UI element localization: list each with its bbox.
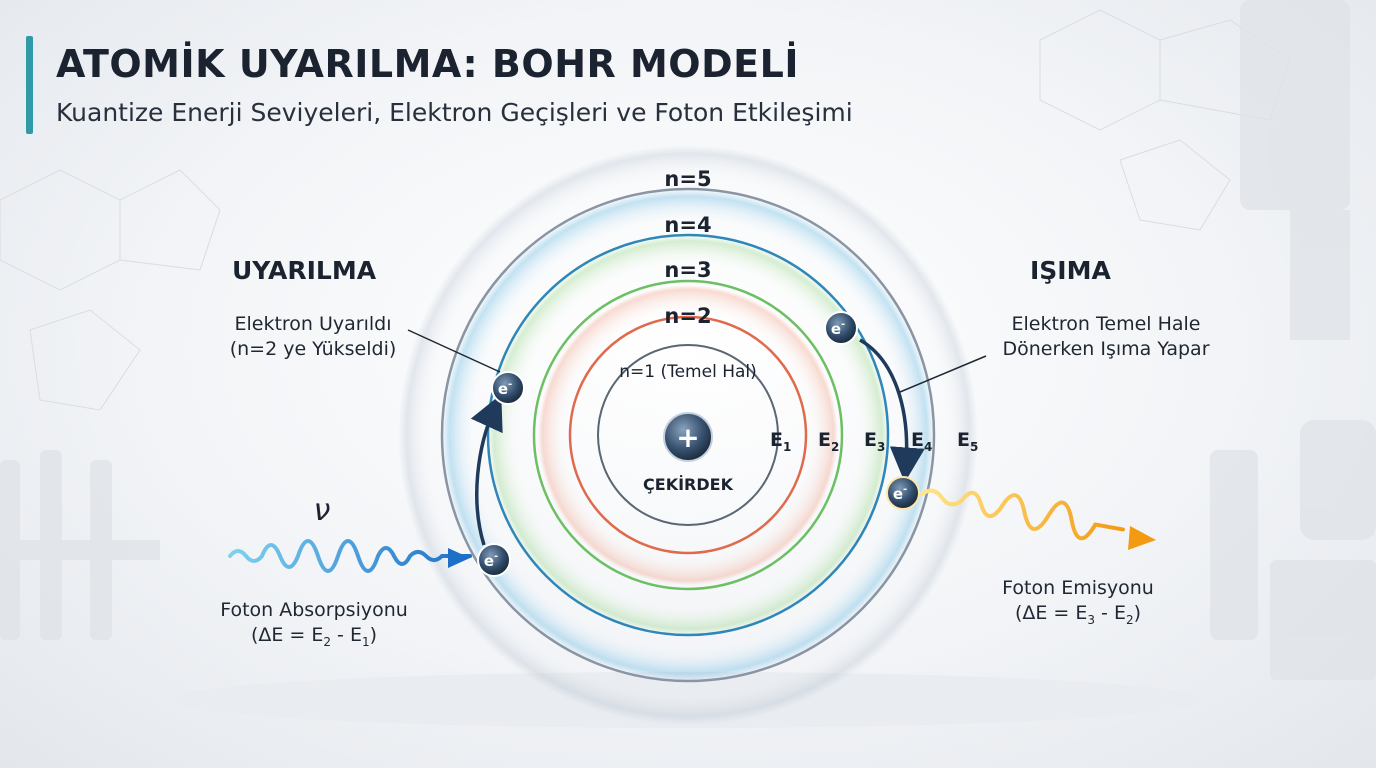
emission-arrow bbox=[859, 338, 925, 483]
orbit-n5 bbox=[440, 187, 936, 683]
excited-electron-note: Elektron Uyarıldı (n=2 ye Yükseldi) bbox=[205, 312, 421, 362]
emitted-photon-wave bbox=[920, 488, 1125, 541]
nucleus bbox=[663, 412, 713, 462]
nucleus-label: ÇEKİRDEK bbox=[643, 475, 734, 494]
energy-label-e5: E5 bbox=[957, 429, 978, 454]
orbit-label-n5: n=5 bbox=[664, 167, 711, 191]
orbit-n4 bbox=[486, 233, 890, 637]
orbit-label-n1: n=1 (Temel Hal) bbox=[619, 362, 757, 382]
excitation-heading: UYARILMA bbox=[232, 256, 377, 285]
svg-text:e-: e- bbox=[893, 484, 907, 503]
orbit-label-n3: n=3 bbox=[664, 258, 711, 282]
page-title: ATOMİK UYARILMA: BOHR MODELİ bbox=[56, 42, 799, 86]
orbit-n1 bbox=[597, 344, 779, 526]
photon-frequency-symbol: ν bbox=[314, 493, 331, 528]
absorbed-photon-wave bbox=[228, 539, 472, 573]
emitted-photon-arrowhead bbox=[1128, 526, 1156, 550]
orbit-label-n2: n=2 bbox=[664, 304, 711, 328]
emission-caption: Foton Emisyonu (ΔE = E3 - E2) bbox=[968, 576, 1188, 629]
emission-note-line2: Dönerken Işıma Yapar bbox=[1002, 338, 1210, 361]
electron-returning: e- bbox=[886, 476, 920, 510]
absorbed-photon-arrowhead bbox=[448, 548, 470, 568]
energy-label-e3: E3 bbox=[864, 429, 885, 454]
svg-text:e-: e- bbox=[831, 319, 845, 338]
emission-note-line1: Elektron Temel Hale bbox=[1011, 313, 1201, 335]
absorption-formula: (ΔE = E2 - E1) bbox=[250, 624, 378, 649]
emission-heading: IŞIMA bbox=[1030, 256, 1111, 285]
excitation-arrow bbox=[470, 394, 503, 546]
electron-ground: e- bbox=[477, 543, 511, 577]
emission-note-leader bbox=[899, 355, 987, 393]
orbit-n3 bbox=[532, 279, 844, 591]
electron-high-level: e- bbox=[824, 311, 858, 345]
orbit-label-n4: n=4 bbox=[664, 213, 711, 237]
energy-label-e1: E1 bbox=[770, 429, 791, 454]
svg-text:e-: e- bbox=[498, 379, 512, 398]
title-accent-bar bbox=[26, 36, 33, 134]
emission-line1: Foton Emisyonu bbox=[1002, 577, 1154, 599]
svg-text:e-: e- bbox=[484, 551, 498, 570]
lab-equipment bbox=[0, 0, 1376, 680]
excited-note-line2: (n=2 ye Yükseldi) bbox=[229, 338, 397, 361]
energy-label-e4: E4 bbox=[911, 429, 932, 454]
absorption-line1: Foton Absorpsiyonu bbox=[220, 599, 408, 621]
nucleus-plus-icon: + bbox=[676, 421, 699, 454]
absorption-caption: Foton Absorpsiyonu (ΔE = E2 - E1) bbox=[198, 598, 430, 651]
electron-excited: e- bbox=[491, 371, 525, 405]
excited-note-leader bbox=[407, 329, 501, 373]
energy-label-e2: E2 bbox=[818, 429, 839, 454]
orbit-n2 bbox=[568, 315, 808, 555]
emission-formula: (ΔE = E3 - E2) bbox=[1014, 602, 1142, 627]
emission-note: Elektron Temel Hale Dönerken Işıma Yapar bbox=[968, 312, 1244, 362]
excited-note-line1: Elektron Uyarıldı bbox=[234, 313, 392, 335]
page-subtitle: Kuantize Enerji Seviyeleri, Elektron Geç… bbox=[56, 98, 853, 127]
